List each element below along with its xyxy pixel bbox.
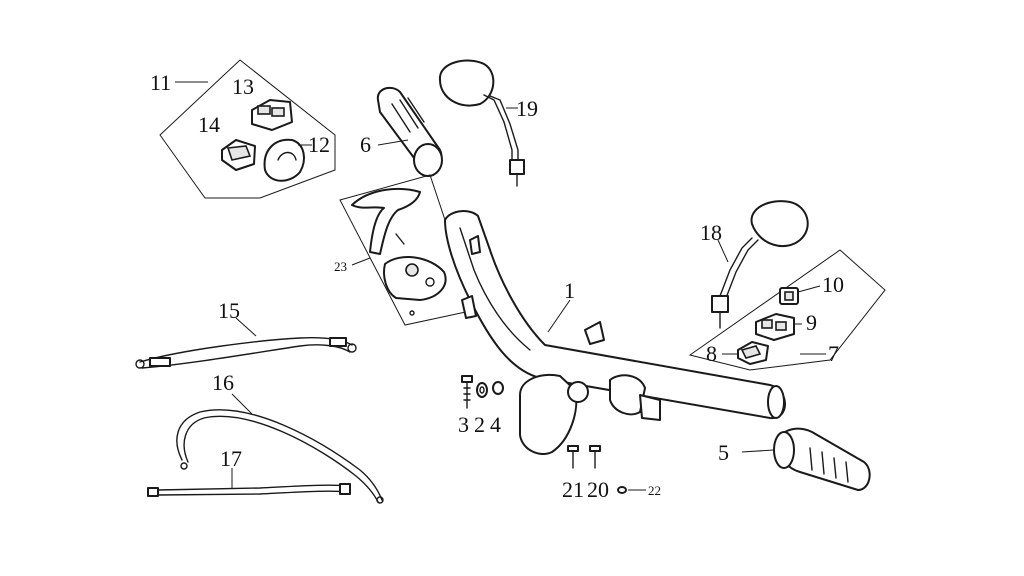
leader-18: [717, 239, 729, 263]
switch-cover-12: [263, 138, 305, 182]
cable-15: [135, 336, 357, 369]
leader-6: [377, 139, 409, 146]
switch-10: [779, 287, 799, 305]
left-switch-housing-13: [251, 99, 293, 131]
leader-23: [351, 257, 371, 266]
callout-6: 6: [360, 132, 371, 157]
leader-16: [231, 393, 253, 415]
callout-10: 10: [822, 272, 844, 297]
callout-2: 2: [474, 412, 485, 437]
callout-18: 18: [700, 220, 722, 245]
leader-5: [741, 449, 775, 453]
switch-housing-9: [755, 313, 795, 341]
left-switch-group: 11 13 14 12: [150, 59, 336, 199]
leader-1: [547, 299, 571, 333]
right-mirror-18: [711, 200, 809, 329]
left-mirror-19: [438, 59, 525, 187]
left-switch-group-box: [159, 59, 336, 199]
callout-14: 14: [198, 112, 220, 137]
right-switch-group: 10 9 8 7: [688, 249, 886, 371]
callout-7: 7: [828, 341, 839, 366]
cable-17: [147, 483, 351, 497]
callout-4: 4: [490, 412, 501, 437]
cable-16: [176, 409, 384, 504]
callout-8: 8: [706, 341, 717, 366]
callout-11: 11: [150, 70, 171, 95]
callout-21: 21: [562, 477, 584, 502]
leader-15: [235, 317, 257, 337]
callout-23: 23: [334, 259, 347, 274]
callout-15: 15: [218, 298, 240, 323]
brake-lever-group: 23: [334, 174, 476, 326]
washer-22: [617, 486, 627, 494]
callout-19: 19: [516, 96, 538, 121]
callout-3: 3: [458, 412, 469, 437]
callout-20: 20: [587, 477, 609, 502]
right-grip-5: [773, 427, 871, 491]
callout-16: 16: [212, 370, 234, 395]
callout-9: 9: [806, 310, 817, 335]
washer-2: [476, 382, 488, 398]
bolt-3: [461, 375, 473, 409]
callout-5: 5: [718, 440, 729, 465]
callout-13: 13: [232, 74, 254, 99]
leader-10: [797, 285, 821, 293]
nut-4: [492, 381, 504, 395]
switch-button-14: [221, 139, 256, 171]
callout-17: 17: [220, 446, 242, 471]
left-grip-6: [376, 86, 443, 177]
switch-button-8: [737, 341, 769, 365]
callout-22: 22: [648, 483, 661, 498]
handlebar-1: [444, 210, 786, 455]
callout-12: 12: [308, 132, 330, 157]
screw-21: [567, 445, 579, 469]
screw-20: [589, 445, 601, 469]
callout-1: 1: [564, 278, 575, 303]
right-switch-group-box: [688, 249, 886, 371]
